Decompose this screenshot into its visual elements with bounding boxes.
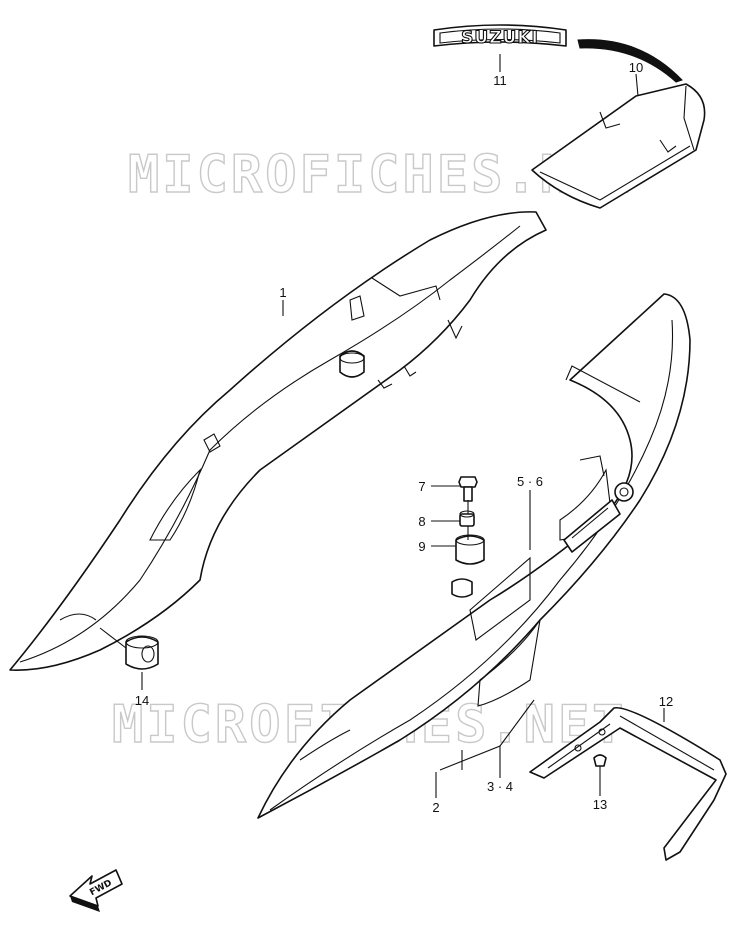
clip[interactable] <box>593 754 607 776</box>
rear-cover[interactable] <box>531 83 706 209</box>
callout-3-4: 3 · 4 <box>487 779 513 794</box>
emblem-badge[interactable]: SUZUKI <box>433 24 567 49</box>
cushion-14[interactable] <box>125 635 159 670</box>
decal-stripe <box>469 556 531 641</box>
cover-cushion <box>339 350 365 378</box>
bolt[interactable] <box>458 476 478 502</box>
badge-text: SUZUKI <box>461 28 539 48</box>
callout-10: 10 <box>629 60 643 75</box>
callout-14: 14 <box>135 693 149 708</box>
callout-2: 2 <box>432 800 439 815</box>
callout-1: 1 <box>279 285 286 300</box>
frame-cover-left[interactable] <box>9 211 547 671</box>
trim-stripe <box>577 39 683 83</box>
callout-8: 8 <box>418 514 425 529</box>
frame-cover-right[interactable] <box>257 293 691 819</box>
callout-9: 9 <box>418 539 425 554</box>
fwd-arrow-icon: FWD <box>69 869 123 912</box>
leader-lines <box>99 54 665 798</box>
cover-cushion-lower <box>451 578 473 598</box>
cover-grommet <box>614 482 634 502</box>
cushion-9[interactable] <box>455 534 485 565</box>
bracket[interactable] <box>529 706 727 861</box>
callout-5-6: 5 · 6 <box>517 474 543 489</box>
model-decal <box>563 499 621 553</box>
collar[interactable] <box>459 510 475 527</box>
callout-12: 12 <box>659 694 673 709</box>
callout-13: 13 <box>593 797 607 812</box>
callout-7: 7 <box>418 479 425 494</box>
callout-11: 11 <box>493 73 507 88</box>
